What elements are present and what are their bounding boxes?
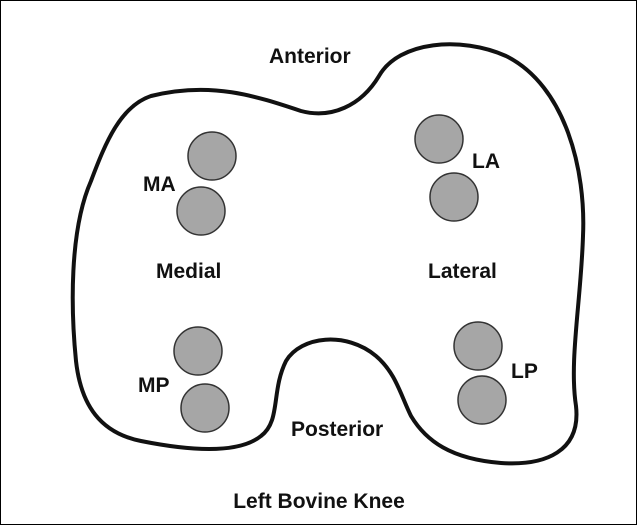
pad-mp-lower xyxy=(181,384,229,432)
pad-ma-upper xyxy=(188,132,236,180)
pad-lp-lower xyxy=(458,376,506,424)
diagram-title: Left Bovine Knee xyxy=(233,490,405,513)
pad-la-lower xyxy=(430,173,478,221)
pad-la-upper xyxy=(415,115,463,163)
label-anterior: Anterior xyxy=(269,45,351,68)
pad-mp-upper xyxy=(174,327,222,375)
label-site-mp: MP xyxy=(138,374,170,397)
label-site-ma: MA xyxy=(143,173,176,196)
label-posterior: Posterior xyxy=(291,418,383,441)
label-site-la: LA xyxy=(472,150,500,173)
label-site-lp: LP xyxy=(511,360,538,383)
label-lateral: Lateral xyxy=(428,260,497,283)
pad-lp-upper xyxy=(454,322,502,370)
pad-ma-lower xyxy=(177,187,225,235)
label-medial: Medial xyxy=(156,260,221,283)
